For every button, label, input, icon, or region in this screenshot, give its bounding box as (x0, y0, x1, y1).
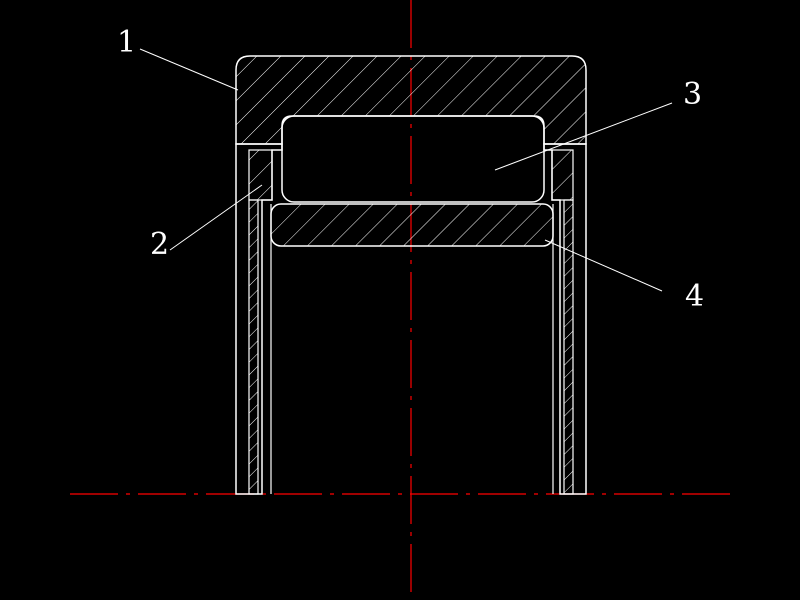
roller (281, 115, 545, 203)
right-sleeve (543, 143, 587, 495)
leader-line-4 (544, 239, 663, 292)
leader-line-2 (169, 184, 263, 251)
label-2: 2 (150, 227, 169, 262)
label-1: 1 (117, 25, 136, 60)
label-3: 3 (683, 77, 702, 112)
leader-lines (139, 48, 673, 292)
left-sleeve (235, 143, 283, 495)
leader-line-3 (494, 102, 673, 171)
inner-ring (270, 203, 554, 247)
leader-line-1 (139, 48, 239, 91)
label-4: 4 (685, 279, 704, 314)
